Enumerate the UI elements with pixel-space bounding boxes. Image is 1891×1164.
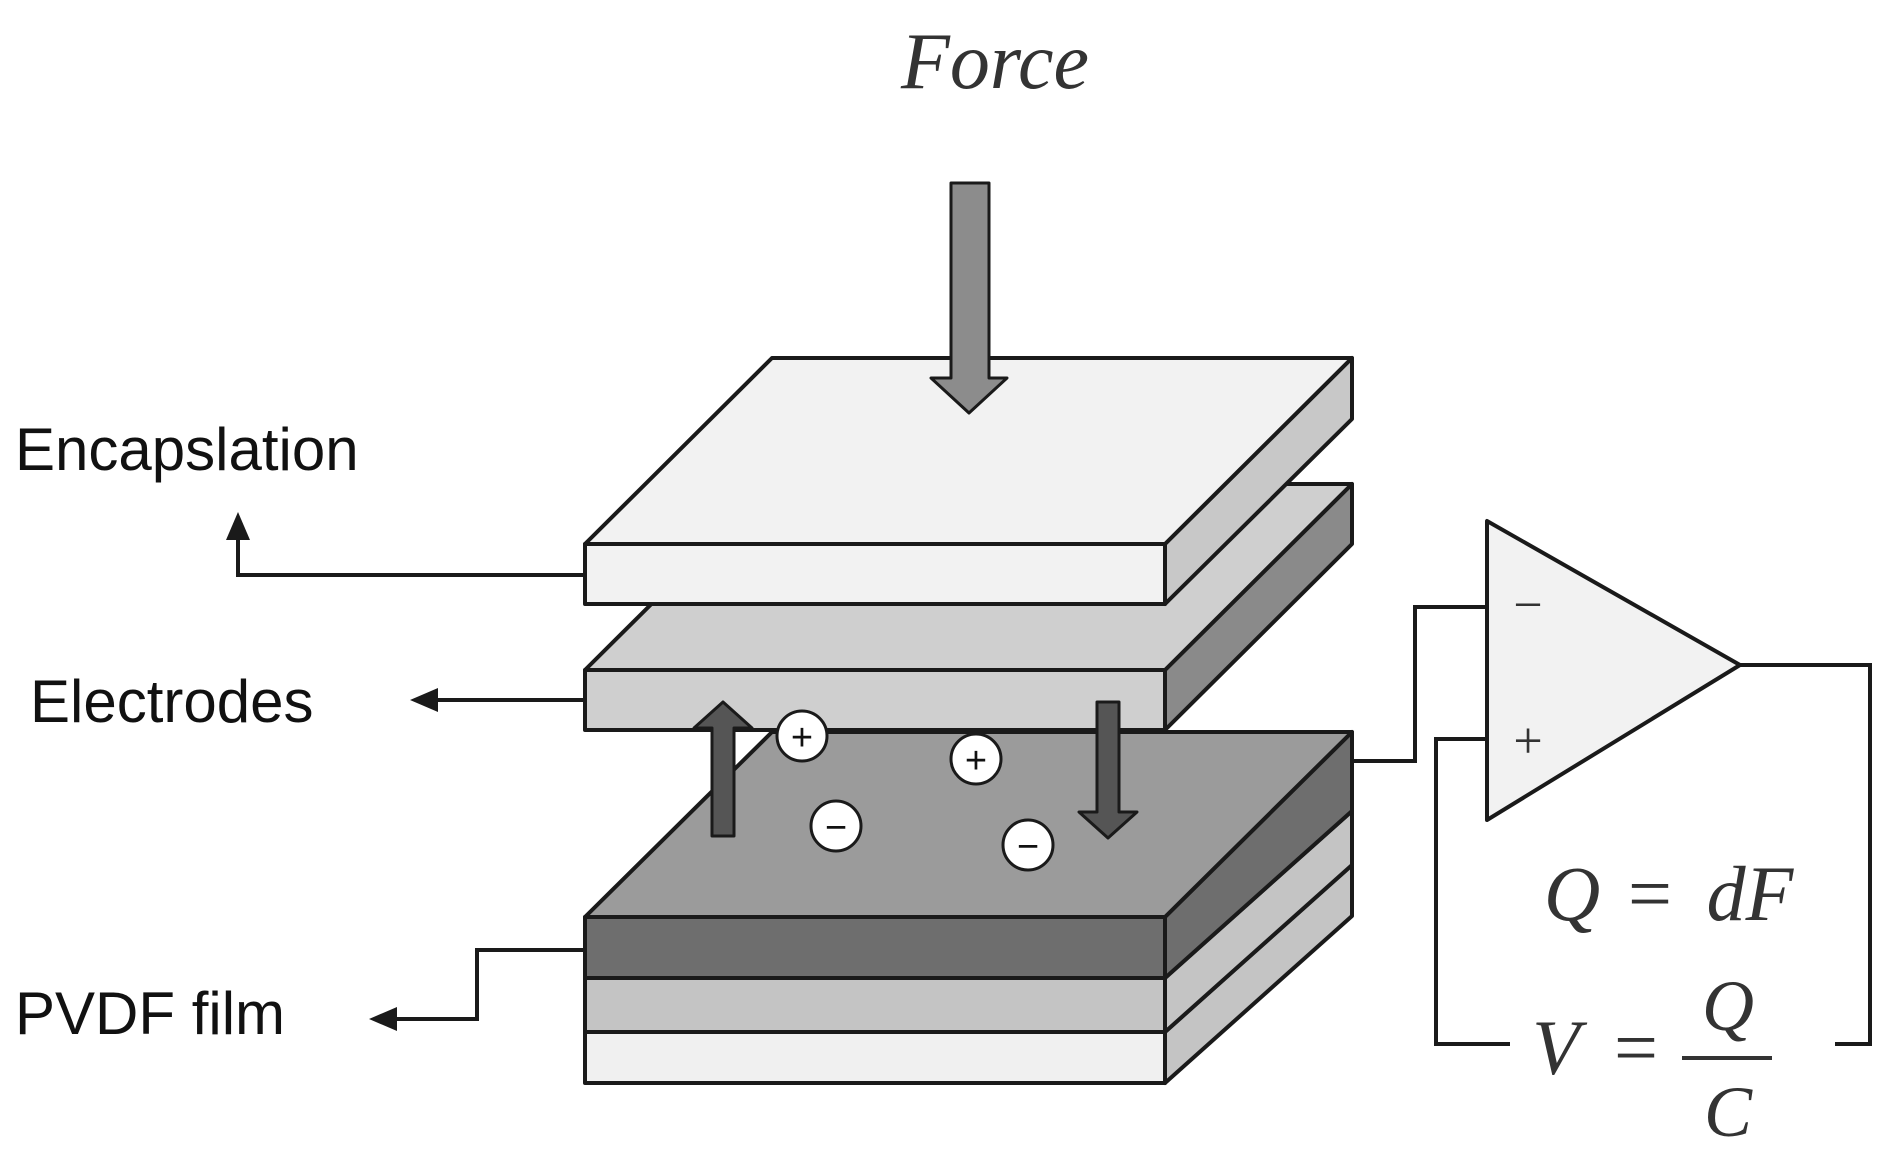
equation-charge-lhs: Q [1544,850,1600,937]
label-electrodes: Electrodes [30,668,313,735]
diagram-title: Force [900,18,1089,106]
leader-pvdf-film-arrowhead [369,1007,397,1031]
leader-electrodes-arrowhead [410,688,438,712]
wire-feedback-loop [1434,737,1510,1046]
wire-inverting [1352,605,1487,763]
charge-positive-2-sign: + [965,740,987,782]
encapsulation-plate [583,356,1354,606]
equation-voltage: V = Q C [1532,966,1772,1152]
film-layer-bottom-front [583,1030,1167,1085]
polarization-up-arrow [692,700,754,838]
film-layer-middle-front [583,976,1167,1034]
charge-positive-2: + [949,732,1003,786]
op-amp-inverting-sign: − [1513,577,1542,634]
leader-encapsulation-arrowhead [226,512,250,540]
equation-charge-eq: = [1628,850,1672,937]
equation-voltage-denominator: C [1704,1072,1753,1152]
charge-negative-2: − [1001,818,1055,872]
charge-negative-1: − [809,799,863,853]
charge-positive-1-sign: + [791,717,813,759]
polarization-down-arrow [1077,700,1139,840]
equation-charge-rhs: dF [1707,850,1795,937]
equation-charge: Q = dF [1544,850,1795,937]
pvdf-film-stack [583,730,1354,1085]
label-pvdf-film: PVDF film [15,980,285,1047]
force-arrow [929,181,1009,415]
film-layer-top-front [583,915,1167,980]
charge-positive-1: + [775,709,829,763]
leader-pvdf-film [395,948,585,1021]
equation-voltage-eq: = [1614,1004,1658,1091]
equation-voltage-lhs: V [1532,1004,1588,1091]
equation-voltage-numerator: Q [1702,966,1754,1046]
leader-encapsulation [236,538,585,577]
film-top-face [583,730,1354,919]
charge-negative-2-sign: − [1017,826,1039,868]
encapsulation-front [583,542,1167,606]
amplifier-circuit: − + Q = dF V = Q C [1352,519,1872,1152]
op-amp-noninverting-sign: + [1513,713,1542,770]
wire-output-loop [1740,663,1872,1046]
op-amp [1485,519,1742,822]
charge-negative-1-sign: − [825,807,847,849]
label-encapsulation: Encapslation [15,416,359,483]
electrode-front [583,668,1167,732]
